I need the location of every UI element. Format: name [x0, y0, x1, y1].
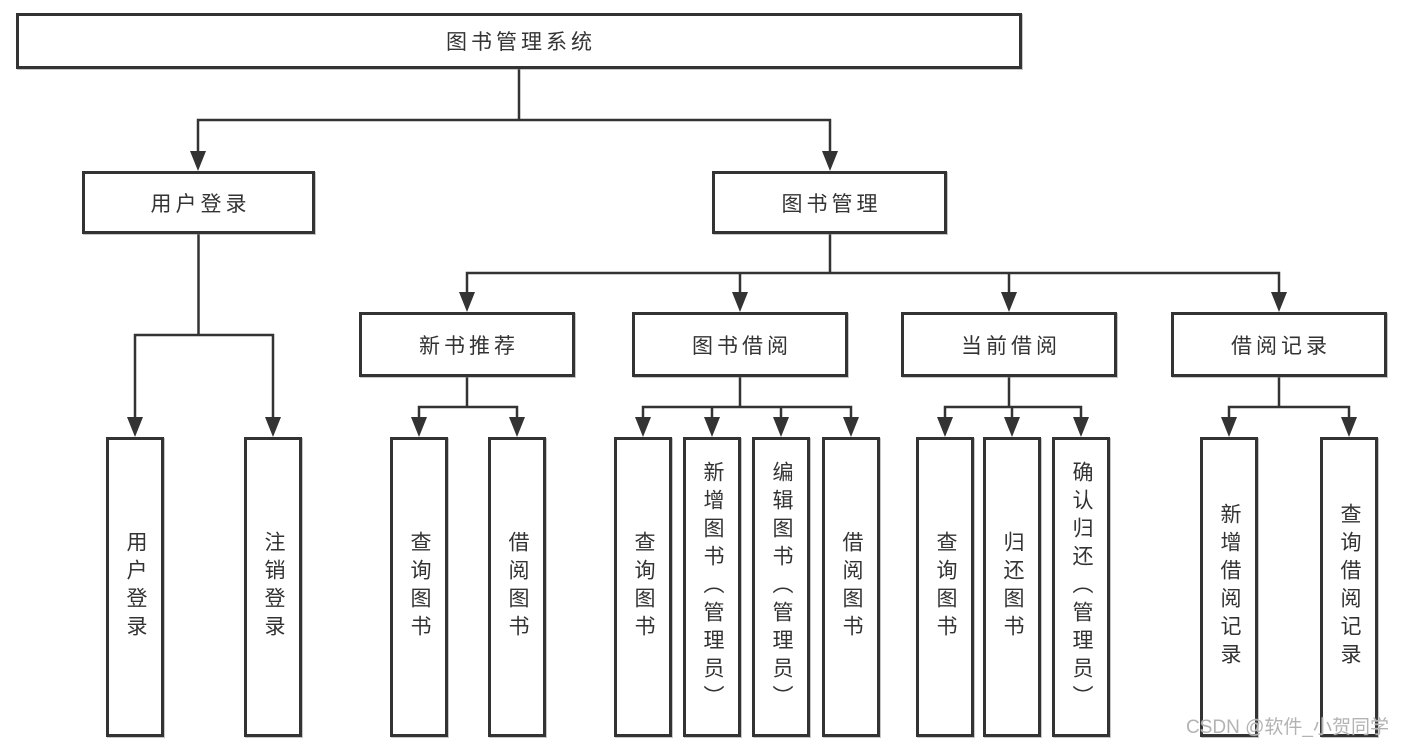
- leaf-add-book-admin: 新增图书（管理员）: [683, 437, 741, 737]
- node-book-management: 图书管理: [712, 171, 947, 234]
- node-user-login: 用户登录: [82, 171, 315, 234]
- leaf-current-query-books: 查询图书: [916, 437, 974, 737]
- leaf-logout: 注销登录: [244, 437, 302, 737]
- csdn-watermark: CSDN @软件_小贺同学: [1186, 717, 1389, 738]
- node-current-borrowing: 当前借阅: [901, 312, 1117, 377]
- leaf-borrowing-borrow-books: 借阅图书: [822, 437, 880, 737]
- node-book-borrowing: 图书借阅: [632, 312, 848, 377]
- node-library-system: 图书管理系统: [16, 13, 1022, 69]
- leaf-query-borrow-record: 查询借阅记录: [1320, 437, 1378, 737]
- leaf-newrec-query-books: 查询图书: [390, 437, 448, 737]
- leaf-borrowing-query-books: 查询图书: [614, 437, 672, 737]
- node-new-book-recommend: 新书推荐: [359, 312, 575, 377]
- leaf-newrec-borrow-books: 借阅图书: [488, 437, 546, 737]
- leaf-return-books: 归还图书: [983, 437, 1041, 737]
- leaf-edit-book-admin: 编辑图书（管理员）: [752, 437, 810, 737]
- leaf-add-borrow-record: 新增借阅记录: [1200, 437, 1258, 737]
- leaf-user-login: 用户登录: [106, 437, 164, 737]
- leaf-confirm-return-admin: 确认归还（管理员）: [1052, 437, 1110, 737]
- node-borrowing-records: 借阅记录: [1171, 312, 1387, 377]
